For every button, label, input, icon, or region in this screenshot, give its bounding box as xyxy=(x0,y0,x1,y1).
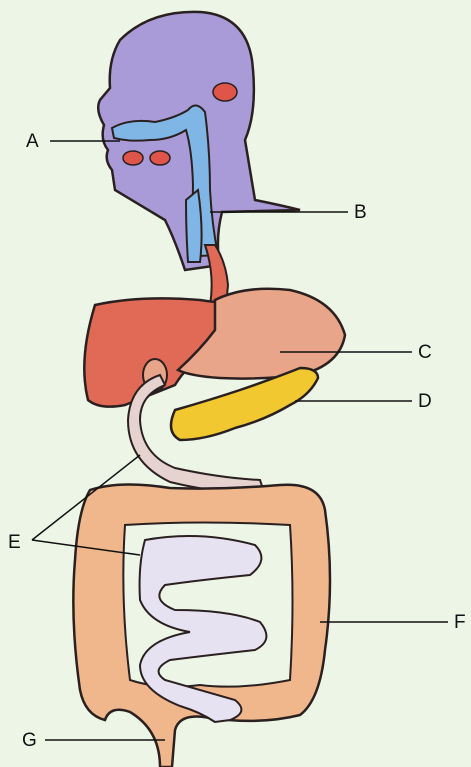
trachea xyxy=(186,190,202,262)
label-e: E xyxy=(8,533,21,552)
label-d: D xyxy=(418,392,432,411)
label-g: G xyxy=(22,731,37,750)
label-f: F xyxy=(454,613,466,632)
label-b: B xyxy=(354,203,367,222)
label-c: C xyxy=(418,343,432,362)
salivary-gland-2 xyxy=(150,151,170,165)
salivary-gland-upper xyxy=(213,83,237,101)
label-a: A xyxy=(26,132,39,151)
salivary-gland-1 xyxy=(123,151,143,165)
